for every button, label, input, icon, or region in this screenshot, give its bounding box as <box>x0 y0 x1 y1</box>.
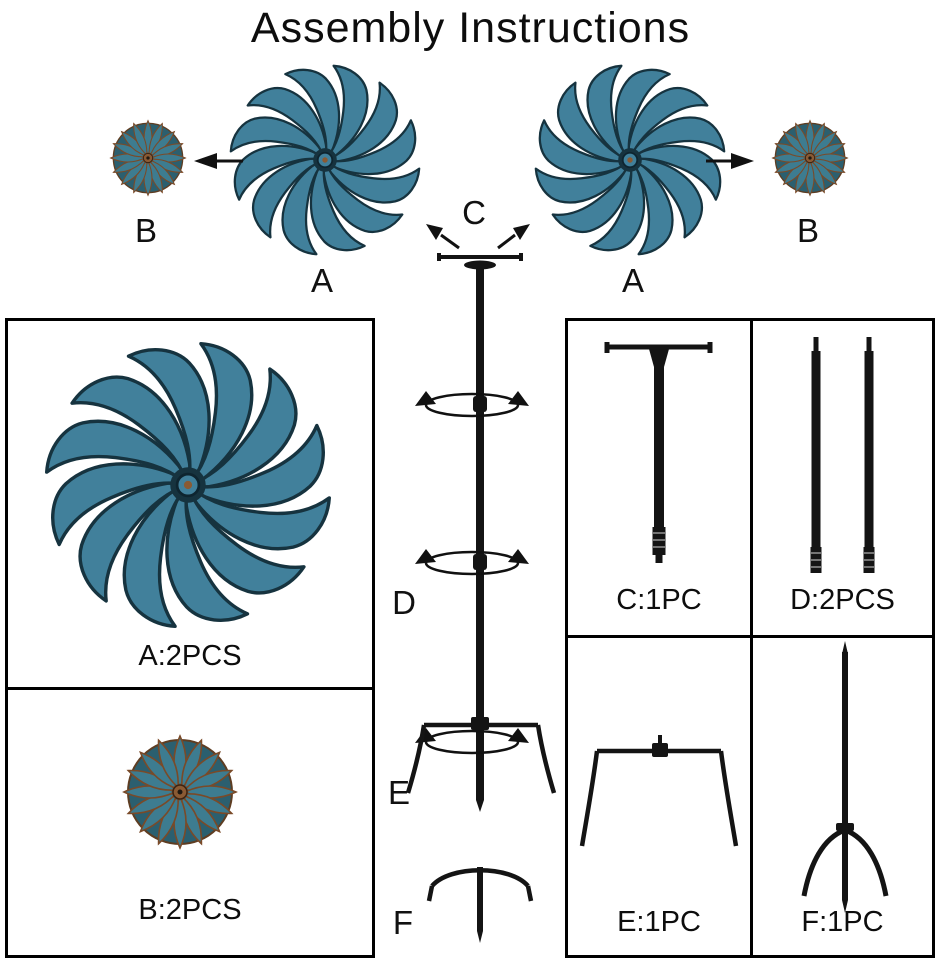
grid-divider-vertical <box>750 321 753 955</box>
pole-t-top-icon <box>604 342 713 563</box>
label-section-d: D <box>392 584 416 621</box>
part-box-a: A:2PCS <box>5 318 375 690</box>
label-finial-left: B <box>134 212 157 249</box>
diagram-arrows-icon <box>194 153 754 250</box>
rotation-arrows-icon <box>413 547 531 576</box>
pole-t-top-icon <box>437 253 523 261</box>
part-box-c: C:1PC <box>568 321 750 635</box>
pole-sections-icon <box>810 337 875 573</box>
label-spinner-right: A <box>621 262 644 299</box>
parts-grid: C:1PC <box>565 318 935 958</box>
page-title: Assembly Instructions <box>250 4 691 52</box>
support-bracket-icon <box>579 735 739 847</box>
finial-icon <box>120 732 240 852</box>
part-box-e: E:1PC <box>568 638 750 955</box>
grid-divider-horizontal <box>568 635 932 638</box>
label-section-e: E <box>387 774 410 811</box>
pole-assembly-icon <box>405 253 557 943</box>
part-box-f: F:1PC <box>753 638 932 955</box>
label-finial-right: B <box>796 212 819 249</box>
part-box-d: D:2PCS <box>753 321 932 635</box>
label-section-f: F <box>392 904 414 941</box>
part-count-a: A:2PCS <box>138 640 242 672</box>
part-count-c: C:1PC <box>616 584 702 616</box>
part-count-e: E:1PC <box>617 906 701 938</box>
rotation-arrows-icon <box>413 389 531 418</box>
label-pole-top: C <box>462 194 486 231</box>
support-bracket-icon <box>405 722 557 794</box>
part-count-b: B:2PCS <box>138 894 242 926</box>
part-box-b: B:2PCS <box>5 687 375 958</box>
ground-stake-icon <box>801 641 889 913</box>
part-count-f: F:1PC <box>801 906 884 938</box>
label-spinner-left: A <box>310 262 333 299</box>
part-count-d: D:2PCS <box>790 584 895 616</box>
spinner-icon <box>38 335 338 635</box>
rotation-arrows-icon <box>413 726 531 755</box>
